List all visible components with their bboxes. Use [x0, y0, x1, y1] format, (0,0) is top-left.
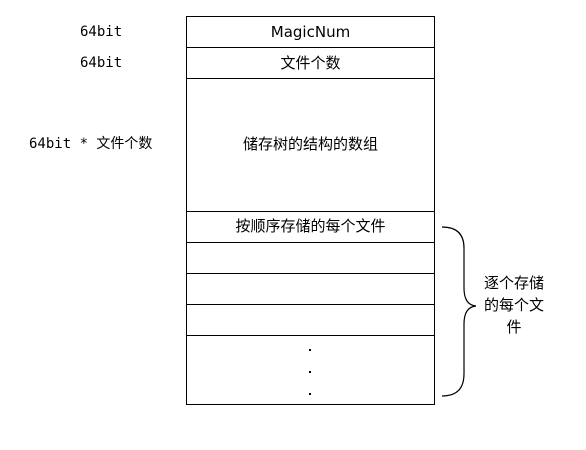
ellipsis-dot-2 [309, 371, 311, 373]
right-curly-brace [441, 226, 477, 397]
storage-box-outline [186, 16, 435, 405]
cell-tree-array: 储存树的结构的数组 [242, 135, 378, 153]
cell-magic-num: MagicNum [270, 23, 351, 41]
cell-file-count: 文件个数 [280, 54, 341, 72]
ellipsis-dot-1 [309, 349, 311, 351]
brace-label-line-2: 的每个文 [483, 296, 544, 314]
vertical-ellipsis [309, 349, 313, 399]
brace-label-line-3: 件 [506, 318, 522, 336]
label-tree-array-size: 64bit * 文件个数 [29, 136, 153, 152]
brace-label: 逐个存储 的每个文 件 [482, 272, 546, 338]
brace-label-line-1: 逐个存储 [483, 274, 544, 292]
cell-files-sequential: 按顺序存储的每个文件 [235, 217, 386, 235]
ellipsis-dot-3 [309, 393, 311, 395]
label-file-count-size: 64bit [80, 55, 123, 71]
label-magic-size: 64bit [80, 24, 123, 40]
